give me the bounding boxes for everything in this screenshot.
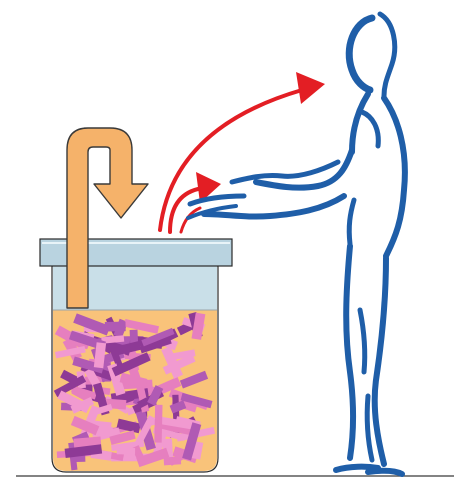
- vapor-arrow-large-head: [296, 72, 325, 104]
- person-front-leg: [346, 246, 353, 458]
- person-head: [349, 18, 372, 90]
- person-forearm-top: [232, 162, 338, 182]
- person-calf: [367, 396, 372, 460]
- person-shoulder: [362, 112, 378, 146]
- person-chest: [352, 94, 368, 152]
- person-back: [384, 98, 405, 256]
- person-knee: [360, 310, 365, 372]
- plastic-fragment: [105, 322, 126, 332]
- person-waist: [349, 200, 354, 244]
- vapor-arrow-large: [160, 90, 302, 230]
- person-back-leg: [375, 258, 386, 464]
- vapor-wisp: [181, 208, 200, 232]
- person-head-back: [380, 14, 395, 96]
- person-back-foot: [368, 471, 402, 474]
- person-hand: [190, 196, 244, 204]
- vapor-arrows: [160, 72, 325, 232]
- plastic-fragment: [154, 405, 162, 443]
- person-upper-arm: [256, 150, 352, 188]
- plastic-fragment: [117, 448, 135, 455]
